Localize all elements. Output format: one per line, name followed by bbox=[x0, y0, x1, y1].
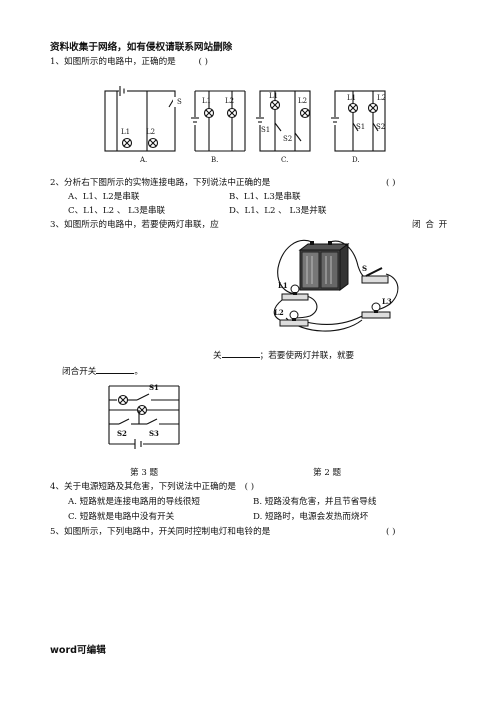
circuit-c-l1: L1 bbox=[269, 92, 278, 100]
circuit-c: L1 L2 S1 S2 C. bbox=[256, 90, 311, 164]
switch-s: S bbox=[361, 264, 389, 284]
q2-option-b: B、L1、L3是串联 bbox=[229, 192, 301, 202]
q4-answer-paren: ( ) bbox=[244, 482, 255, 492]
option-b-label: B. bbox=[211, 156, 218, 164]
q5-stem: 5、如图所示，下列电路中，开关同时控制电灯和电铃的是 bbox=[50, 527, 271, 537]
q4-option-c: C. 短路就是电路中没有开关 bbox=[68, 512, 175, 522]
lamp-l2: L2 bbox=[274, 308, 309, 327]
q1-circuits: S L1 L2 A. L1 L2 B. bbox=[104, 86, 386, 164]
circuit-a: S L1 L2 A. bbox=[104, 86, 182, 164]
circuit-c-s1: S1 bbox=[261, 126, 270, 134]
q2-option-c: C、L1、L2 、 L3是串联 bbox=[68, 206, 166, 216]
q3-line2-b: ；若要使两灯并联，就要 bbox=[259, 351, 355, 361]
q3-line3-end: 。 bbox=[134, 367, 143, 377]
circuit-a-s: S bbox=[177, 98, 182, 106]
circuit-b: L1 L2 B. bbox=[191, 90, 246, 164]
q2-answer-paren: ( ) bbox=[386, 178, 396, 188]
option-c-label: C. bbox=[281, 156, 288, 164]
circuit-b-l2: L2 bbox=[225, 97, 234, 105]
page-header: 资料收集于网络，如有侵权请联系网站删除 bbox=[50, 42, 233, 53]
q2-stem: 2、分析右下图所示的实物连接电路，下列说法中正确的是 bbox=[50, 178, 271, 188]
q3-line3-text: 闭合开关 bbox=[62, 367, 97, 377]
q3-blank-2[interactable] bbox=[96, 364, 135, 374]
q3-line3: 闭合开关 。 bbox=[62, 364, 143, 378]
caption-fig2: 第 2 题 bbox=[313, 468, 342, 478]
q3-s3: S3 bbox=[149, 429, 159, 438]
q4-option-d: D. 短路时，电源会发热而烧坏 bbox=[253, 512, 369, 522]
q1-text: 1、如图所示的电路中，正确的是 bbox=[50, 57, 176, 67]
lamp-l1-label: L1 bbox=[278, 281, 288, 290]
q3-blank-1[interactable] bbox=[221, 348, 260, 358]
page-footer: word可编辑 bbox=[50, 645, 106, 656]
q4-option-a: A. 短路就是连接电路用的导线很短 bbox=[68, 497, 200, 507]
q2-option-a: A、L1、L2是串联 bbox=[68, 192, 140, 202]
option-a-label: A. bbox=[139, 156, 147, 164]
q3-circuit: S1 S2 S3 bbox=[108, 383, 180, 449]
circuit-a-l2: L2 bbox=[146, 128, 155, 136]
circuit-d-l1: L1 bbox=[347, 94, 356, 102]
circuit-c-s2: S2 bbox=[283, 135, 292, 143]
q1-answer-paren: ( ) bbox=[198, 57, 208, 67]
q3-line2-a: 关 bbox=[213, 351, 222, 361]
lamp-l1: L1 bbox=[278, 281, 309, 301]
lamp-l3-label: L3 bbox=[382, 297, 392, 306]
option-d-label: D. bbox=[352, 156, 360, 164]
q3-line2: 关 ；若要使两灯并联，就要 bbox=[213, 348, 354, 362]
q4-stem: 4、关于电源短路及其危害，下列说法中正确的是 ( ) bbox=[50, 482, 254, 493]
circuit-d-s1: S1 bbox=[356, 123, 365, 131]
q2-option-d: D、L1、L2 、 L3是并联 bbox=[229, 206, 327, 216]
battery-pack bbox=[298, 241, 350, 291]
circuit-d-l2: L2 bbox=[377, 94, 386, 102]
q1-stem: 1、如图所示的电路中，正确的是 ( ) bbox=[50, 57, 208, 68]
circuit-d: L1 L2 S1 S2 D. bbox=[331, 90, 386, 164]
circuit-c-l2: L2 bbox=[298, 97, 307, 105]
q4-option-b: B. 短路没有危害，并且节省导线 bbox=[253, 497, 377, 507]
q3-s1: S1 bbox=[149, 383, 159, 392]
q3-stem-tail: 闭 合 开 bbox=[412, 220, 449, 230]
q4-text: 4、关于电源短路及其危害，下列说法中正确的是 bbox=[50, 482, 236, 492]
circuit-a-l1: L1 bbox=[121, 128, 130, 136]
caption-fig3: 第 3 题 bbox=[130, 468, 159, 478]
q5-answer-paren: ( ) bbox=[386, 527, 396, 537]
lamp-l2-label: L2 bbox=[274, 308, 284, 317]
q2-physical-circuit: S L1 L2 L3 bbox=[273, 240, 399, 332]
q3-s2: S2 bbox=[117, 429, 127, 438]
q3-stem: 3、如图所示的电路中，若要使两灯串联，应 bbox=[50, 220, 219, 230]
circuit-d-s2: S2 bbox=[376, 123, 385, 131]
circuit-b-l1: L1 bbox=[202, 97, 211, 105]
switch-s-label: S bbox=[362, 264, 367, 273]
lamp-l3: L3 bbox=[361, 297, 392, 319]
